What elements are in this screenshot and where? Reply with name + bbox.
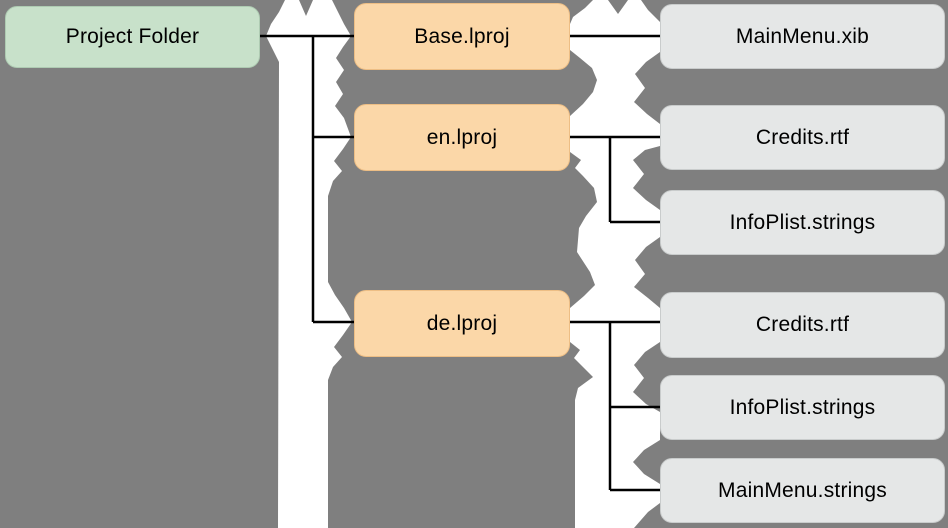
connector-lines [260,34,660,492]
node-base-lproj-label: Base.lproj [414,24,510,48]
node-credits-rtf-en-label: Credits.rtf [755,125,850,149]
node-base-lproj: Base.lproj [354,3,570,70]
node-mainmenu-strings-de: MainMenu.strings [660,458,945,523]
node-de-lproj: de.lproj [354,290,570,357]
node-credits-rtf-de: Credits.rtf [660,292,945,358]
node-mainmenu-strings-de-label: MainMenu.strings [718,478,887,502]
node-credits-rtf-de-label: Credits.rtf [755,313,850,336]
node-infoplist-strings-de: InfoPlist.strings [660,375,945,440]
node-mainmenu-xib-label: MainMenu.xib [735,24,870,48]
node-en-lproj-label: en.lproj [426,125,498,149]
torn-band-right [570,0,660,528]
node-project-folder: Project Folder [5,6,260,68]
torn-band-left [266,0,352,528]
node-project-folder-label: Project Folder [65,25,200,48]
node-infoplist-strings-en: InfoPlist.strings [660,190,945,255]
node-de-lproj-label: de.lproj [426,311,498,335]
node-mainmenu-xib: MainMenu.xib [660,4,945,69]
node-infoplist-strings-de-label: InfoPlist.strings [729,395,876,419]
node-en-lproj: en.lproj [354,104,570,171]
node-infoplist-strings-en-label: InfoPlist.strings [729,210,876,234]
node-credits-rtf-en: Credits.rtf [660,105,945,170]
